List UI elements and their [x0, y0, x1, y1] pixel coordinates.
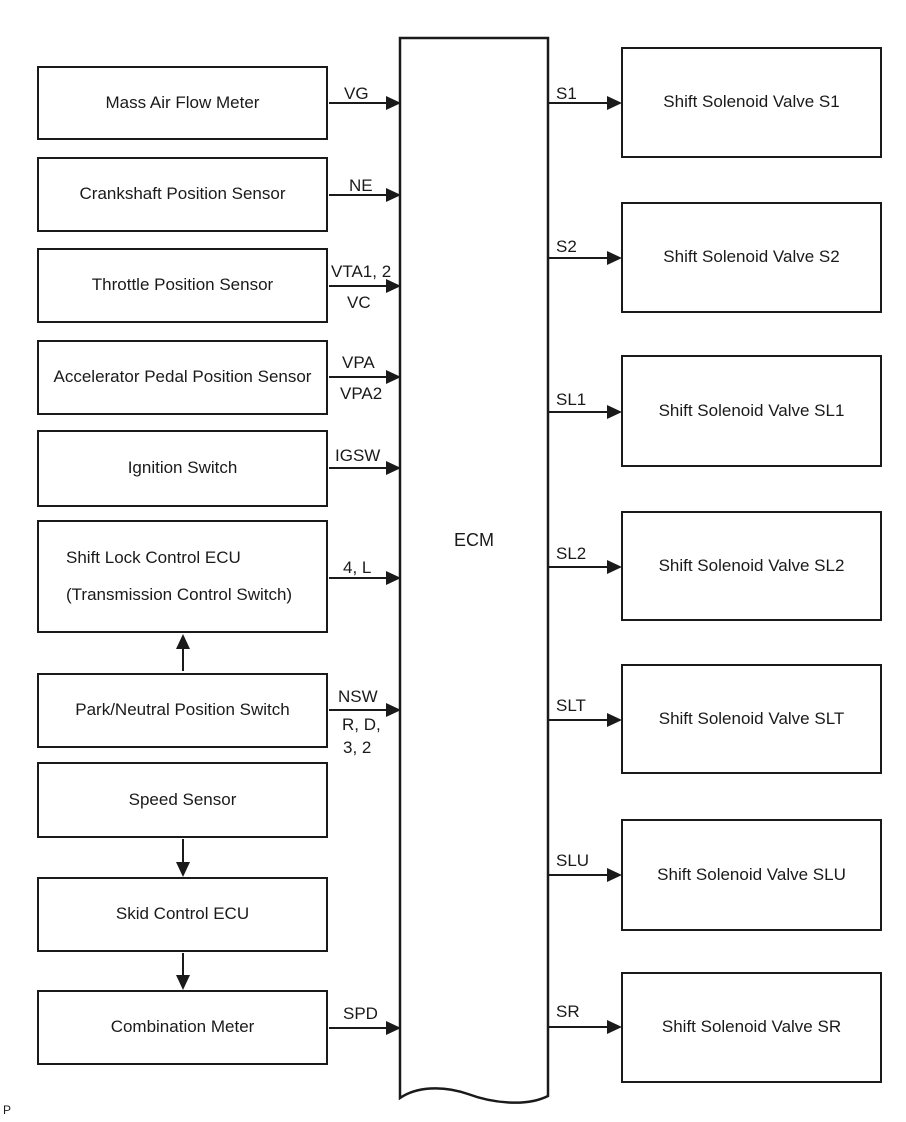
ecm-box-outline	[398, 36, 550, 1104]
output-box-shift-solenoid-valve-s1: Shift Solenoid Valve S1	[621, 47, 882, 158]
arrow-s2	[549, 251, 622, 265]
arrow-slt	[549, 713, 622, 727]
signal-label-vpa2: VPA2	[340, 384, 383, 403]
signal-label-vg: VG	[344, 84, 369, 103]
input-box-skid-control-ecu: Skid Control ECU	[37, 877, 328, 952]
signal-label-nsw: NSW	[338, 687, 378, 706]
arrow-speed-to-skid	[176, 839, 190, 877]
arrow-igsw	[329, 461, 401, 475]
arrow-slu	[549, 868, 622, 882]
arrow-vta-vc	[329, 279, 401, 293]
signal-label-slt: SLT	[556, 696, 586, 715]
arrow-s1	[549, 96, 622, 110]
signal-label-vta: VTA1, 2	[331, 262, 392, 281]
input-box-throttle-position-sensor: Throttle Position Sensor	[37, 248, 328, 323]
signal-label-vc: VC	[347, 293, 371, 312]
signal-label-s2: S2	[556, 237, 577, 256]
signal-label-ne: NE	[349, 176, 373, 195]
shift-lock-label-line2: (Transmission Control Switch)	[66, 585, 293, 604]
signal-label-rd: R, D,	[342, 715, 381, 734]
arrow-ne	[329, 188, 401, 202]
arrow-vpa	[329, 370, 401, 384]
output-box-shift-solenoid-valve-s2: Shift Solenoid Valve S2	[621, 202, 882, 313]
arrow-4l	[329, 571, 401, 585]
arrow-spd	[329, 1021, 401, 1035]
signal-label-s1: S1	[556, 84, 577, 103]
signal-label-32: 3, 2	[343, 738, 372, 757]
input-box-speed-sensor: Speed Sensor	[37, 762, 328, 838]
arrow-sr	[549, 1020, 622, 1034]
arrow-pn-switch-to-shift-lock	[176, 634, 190, 671]
arrow-skid-to-combination	[176, 953, 190, 990]
shift-lock-label-line1: Shift Lock Control ECU	[66, 547, 241, 567]
arrow-vg	[329, 96, 401, 110]
output-box-shift-solenoid-valve-slu: Shift Solenoid Valve SLU	[621, 819, 882, 931]
output-box-shift-solenoid-valve-slt: Shift Solenoid Valve SLT	[621, 664, 882, 774]
input-box-ignition-switch: Ignition Switch	[37, 430, 328, 507]
output-box-shift-solenoid-valve-sr: Shift Solenoid Valve SR	[621, 972, 882, 1083]
corner-text: P	[3, 1103, 12, 1117]
arrow-sl2	[549, 560, 622, 574]
input-box-shift-lock-control-ecu: Shift Lock Control ECU (Transmission Con…	[37, 520, 328, 633]
input-box-combination-meter: Combination Meter	[37, 990, 328, 1065]
output-box-shift-solenoid-valve-sl1: Shift Solenoid Valve SL1	[621, 355, 882, 467]
input-box-crankshaft-position-sensor: Crankshaft Position Sensor	[37, 157, 328, 232]
output-box-shift-solenoid-valve-sl2: Shift Solenoid Valve SL2	[621, 511, 882, 621]
signal-label-4l: 4, L	[343, 558, 372, 577]
input-box-accelerator-pedal-position-sensor: Accelerator Pedal Position Sensor	[37, 340, 328, 415]
arrow-sl1	[549, 405, 622, 419]
signal-label-sl1: SL1	[556, 390, 587, 409]
input-box-park-neutral-position-switch: Park/Neutral Position Switch	[37, 673, 328, 748]
signal-label-vpa: VPA	[342, 353, 375, 372]
signal-label-sr: SR	[556, 1002, 580, 1021]
signal-label-slu: SLU	[556, 851, 590, 870]
ecm-label: ECM	[454, 530, 494, 550]
signal-label-igsw: IGSW	[335, 446, 381, 465]
input-box-mass-air-flow-meter: Mass Air Flow Meter	[37, 66, 328, 140]
arrow-nsw	[329, 703, 401, 717]
signal-label-sl2: SL2	[556, 544, 587, 563]
signal-label-spd: SPD	[343, 1004, 378, 1023]
